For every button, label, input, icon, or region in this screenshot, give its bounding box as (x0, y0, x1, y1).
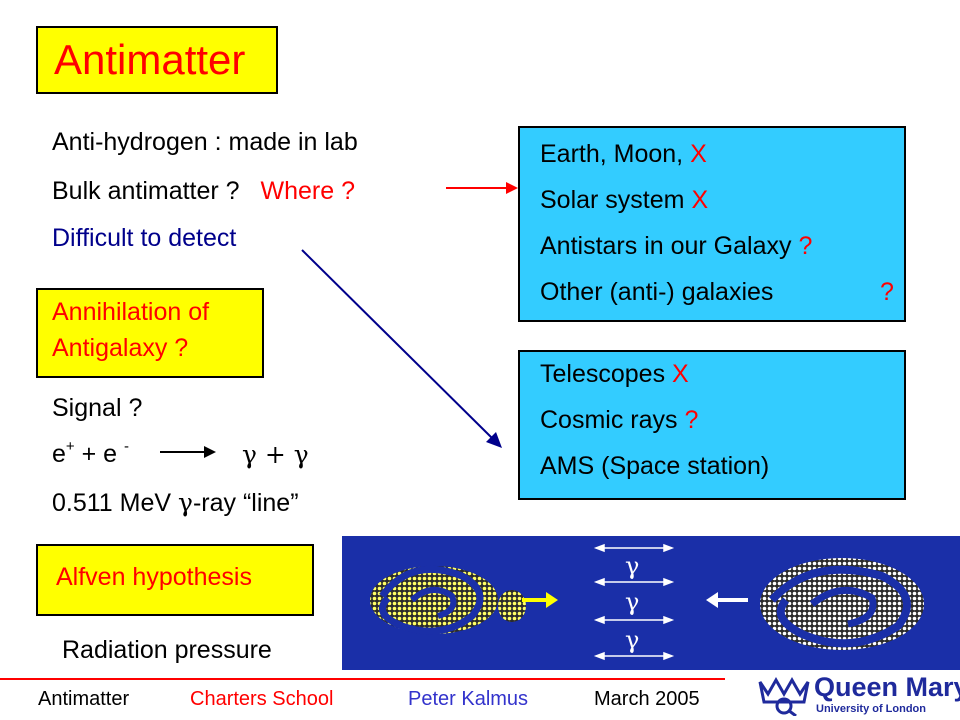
reaction-plus-e: + e (74, 440, 125, 468)
where-item-antistars-text: Antistars in our Galaxy (540, 232, 799, 260)
reaction-arrow-icon (160, 446, 216, 458)
galaxy-collision-panel: γ γ γ (342, 536, 960, 670)
gamma-arrows (593, 543, 675, 661)
where-item-galaxies-mark: ? (880, 278, 894, 306)
where-item-earth-text: Earth, Moon, (540, 140, 691, 168)
where-arrow-icon (446, 182, 518, 194)
bulk-antimatter-text: Bulk antimatter ? (52, 177, 247, 205)
bulk-antimatter-line: Bulk antimatter ? Where ? (52, 177, 355, 206)
queen-mary-logo: Queen Mary University of London (756, 672, 960, 718)
radiation-pressure-line: Radiation pressure (62, 636, 272, 664)
electron-1: e (52, 440, 66, 468)
logo-name: Queen Mary (814, 672, 960, 702)
where-item-antistars-mark: ? (798, 232, 813, 260)
signal-line: Signal ? (52, 394, 143, 422)
where-item-solar: Solar system X (540, 186, 708, 215)
where-item-galaxies-text: Other (anti-) galaxies (540, 278, 774, 306)
detect-item-telescopes: Telescopes X (540, 360, 689, 389)
title-box: Antimatter (36, 26, 278, 94)
annihilation-line-1: Annihilation of (52, 298, 210, 326)
where-item-galaxies: Other (anti-) galaxies (540, 278, 773, 307)
crown-icon (758, 676, 810, 716)
detect-item-cosmic-mark: ? (684, 406, 699, 434)
where-item-earth-mark: X (690, 140, 707, 168)
detect-item-cosmic-text: Cosmic rays (540, 406, 685, 434)
gamma-symbol: γ (178, 488, 193, 517)
where-item-solar-text: Solar system (540, 186, 692, 214)
footer-rule (0, 678, 725, 680)
logo-sub: University of London (816, 703, 926, 715)
detect-arrow-icon (301, 249, 502, 448)
detect-item-ams: AMS (Space station) (540, 452, 769, 481)
where-text: Where ? (260, 177, 356, 205)
where-item-antistars: Antistars in our Galaxy ? (540, 232, 812, 261)
anti-hydrogen-line: Anti-hydrogen : made in lab (52, 128, 358, 156)
antigalaxy-icon (760, 558, 924, 650)
gamma-line-energy: 0.511 MeV (52, 489, 179, 517)
footer-author: Peter Kalmus (408, 688, 529, 710)
alfven-text: Alfven hypothesis (56, 563, 252, 591)
page-title: Antimatter (54, 36, 246, 83)
detect-item-telescopes-text: Telescopes (540, 360, 673, 388)
gamma-label-3: γ (625, 626, 640, 654)
footer-school: Charters School (190, 688, 334, 710)
where-item-solar-mark: X (691, 186, 709, 214)
electron-2-charge: - (124, 438, 130, 455)
galaxy-icon (370, 565, 526, 635)
annihilation-line-2: Antigalaxy ? (52, 334, 189, 362)
detection-box: Telescopes X Cosmic rays ? AMS (Space st… (518, 350, 906, 500)
detect-item-ams-text: AMS (Space station) (540, 452, 770, 480)
where-box: Earth, Moon, X Solar system X Antistars … (518, 126, 906, 322)
gamma-label-2: γ (625, 588, 640, 616)
gamma-line: 0.511 MeV γ-ray “line” (52, 488, 299, 518)
difficult-to-detect-line: Difficult to detect (52, 224, 237, 252)
footer-title: Antimatter (38, 688, 130, 710)
galaxy-illustration (370, 543, 924, 661)
annihilation-box: Annihilation of Antigalaxy ? (36, 288, 264, 378)
gamma-line-text: -ray “line” (192, 489, 299, 517)
where-item-earth: Earth, Moon, X (540, 140, 707, 169)
reaction-products: γ + γ (242, 440, 309, 469)
reaction-line: e+ + e - (52, 438, 130, 469)
detect-item-cosmic: Cosmic rays ? (540, 406, 698, 435)
gamma-label-1: γ (625, 552, 640, 580)
alfven-box: Alfven hypothesis (36, 544, 314, 616)
electron-1-charge: + (65, 438, 75, 455)
footer-date: March 2005 (594, 688, 700, 710)
detect-item-telescopes-mark: X (672, 360, 689, 388)
